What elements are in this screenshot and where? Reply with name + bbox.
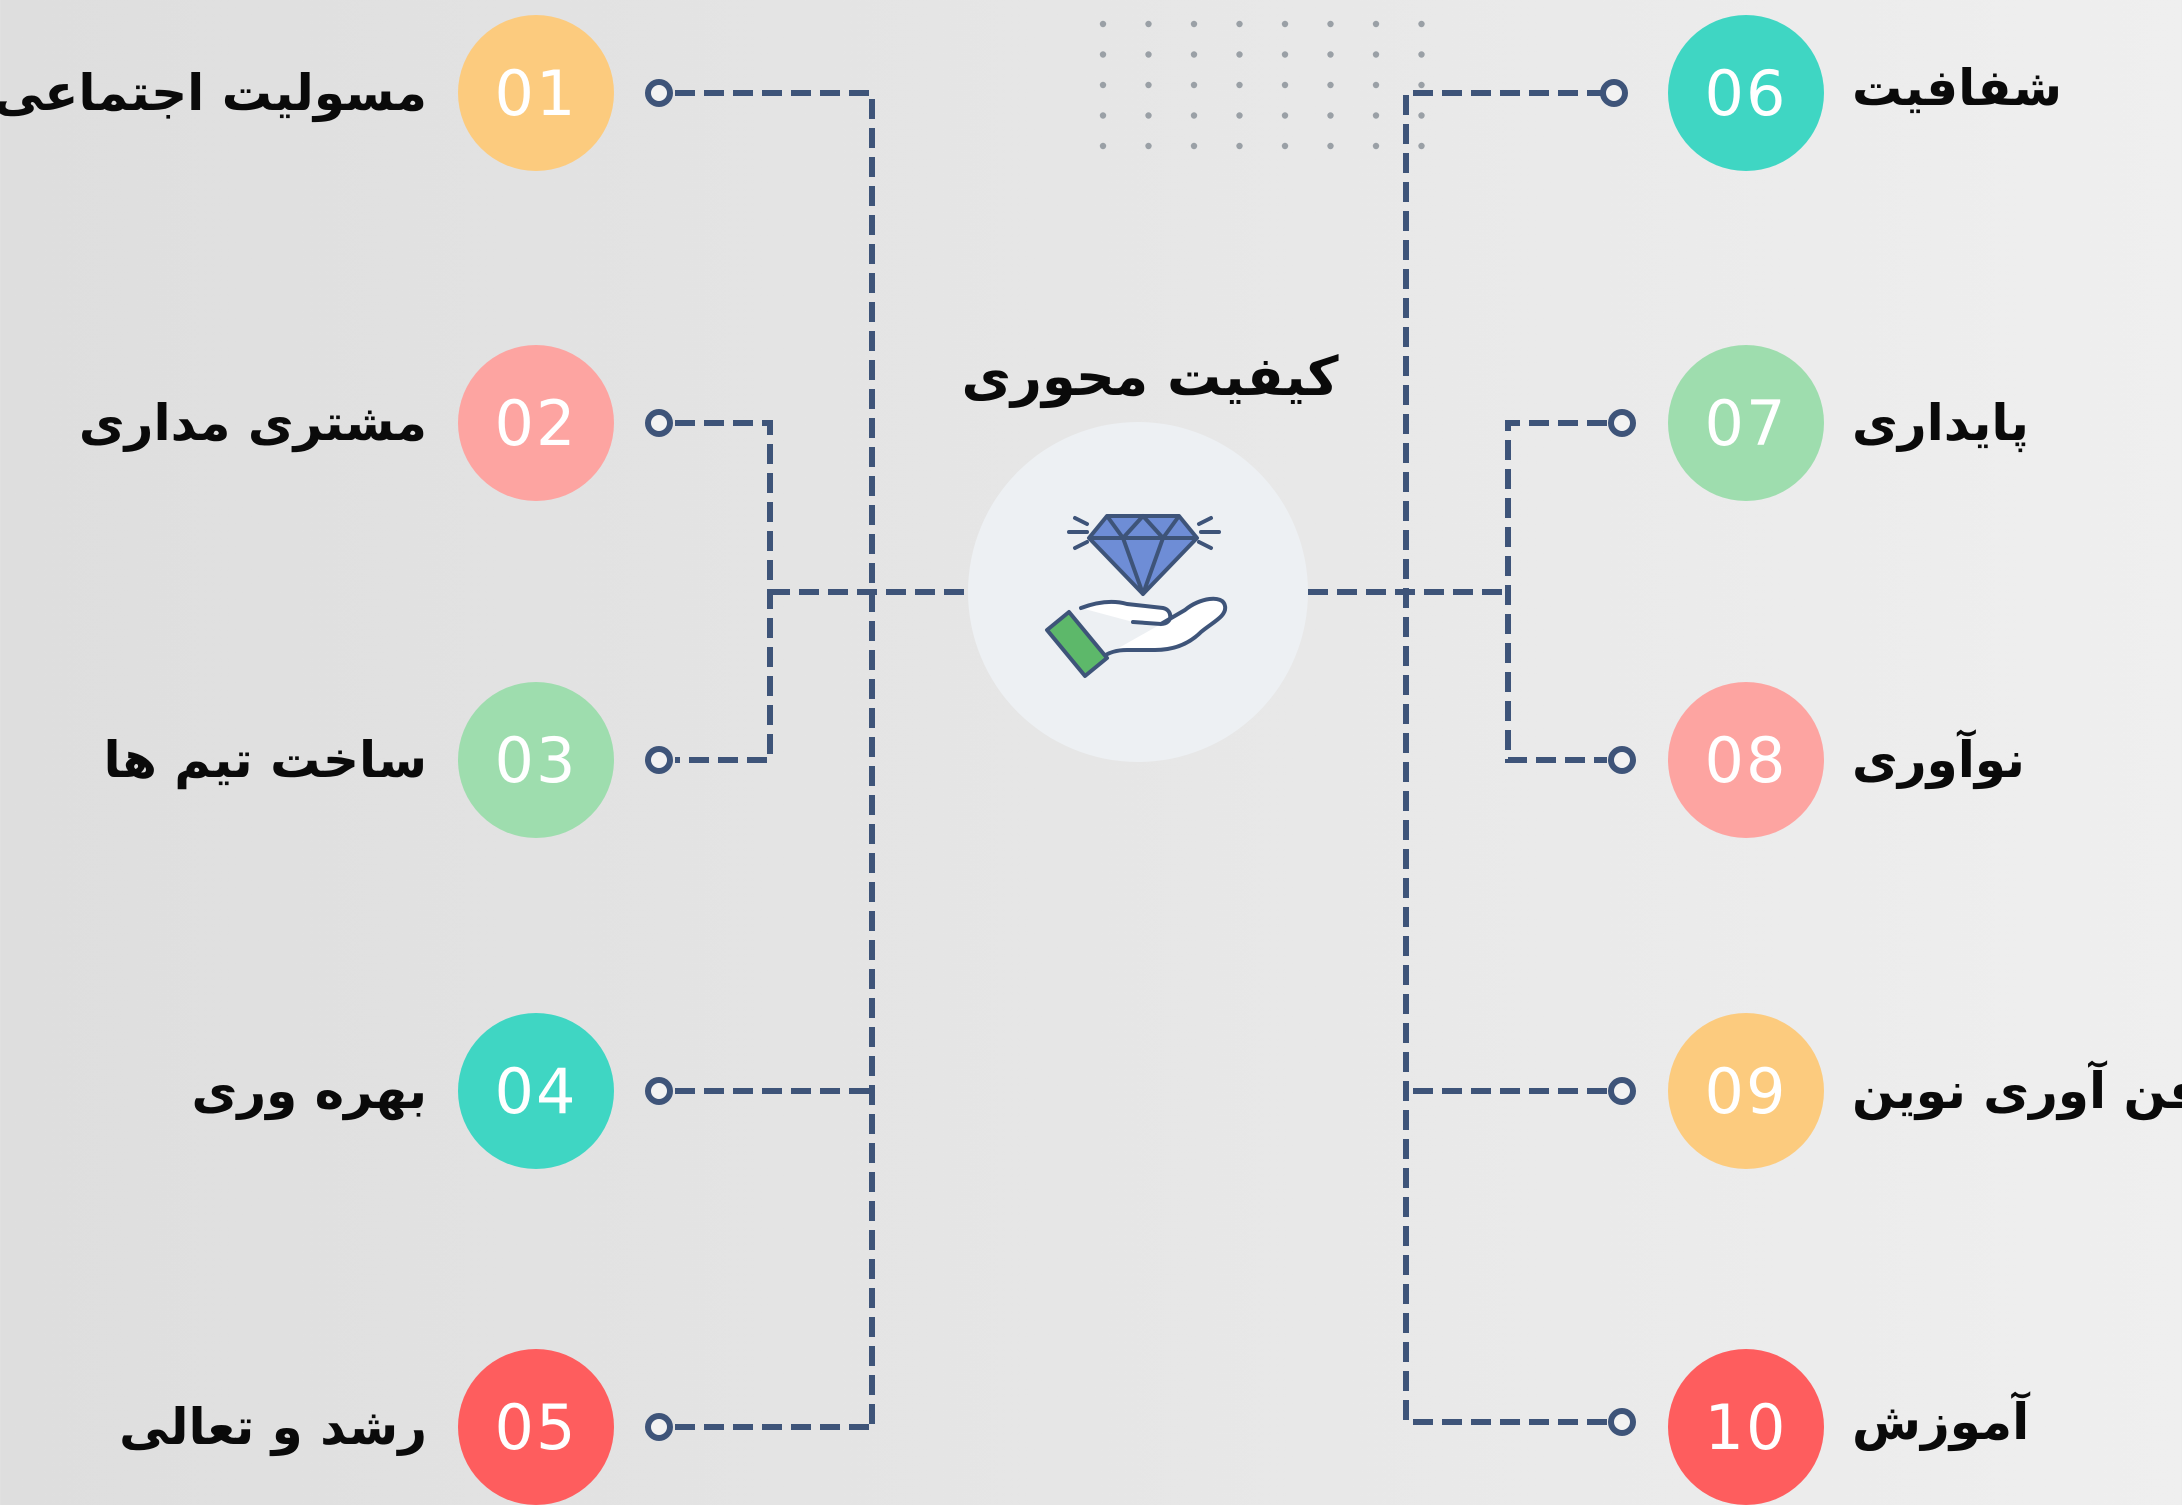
decor-dot — [1145, 142, 1152, 150]
decor-dot — [1236, 112, 1243, 119]
decor-dot — [1281, 142, 1289, 150]
badge-06: 06 — [1668, 15, 1824, 171]
connector-end-04 — [645, 1077, 673, 1105]
decor-dot — [1099, 112, 1107, 119]
decor-dot — [1372, 142, 1380, 150]
decor-dot — [1327, 142, 1334, 150]
label-04: بهره وری — [191, 1062, 428, 1120]
connector-06 — [1403, 90, 1607, 1425]
decor-dot — [1190, 142, 1198, 150]
decor-dot — [1418, 20, 1425, 28]
decor-dot — [1372, 51, 1380, 58]
badge-10: 10 — [1668, 1349, 1824, 1505]
label-09: فن آوری نوین — [1852, 1062, 2182, 1120]
decor-dot — [1418, 142, 1425, 150]
badge-05: 05 — [458, 1349, 614, 1505]
decor-dot — [1418, 51, 1425, 58]
label-03: ساخت تیم ها — [103, 731, 427, 789]
decor-dot — [1281, 112, 1289, 119]
decor-dot — [1145, 20, 1152, 28]
decor-dot — [1418, 112, 1425, 119]
decor-dot — [1236, 142, 1243, 150]
connector-01 — [675, 90, 875, 1428]
badge-08: 08 — [1668, 682, 1824, 838]
connector-end-09 — [1608, 1077, 1636, 1105]
decor-dot — [1372, 112, 1380, 119]
decor-dot — [1190, 51, 1198, 58]
decor-dot — [1145, 51, 1152, 58]
decor-dot — [1372, 20, 1380, 28]
decor-dot — [1099, 142, 1107, 150]
decor-dot — [1099, 81, 1107, 89]
decor-dot — [1190, 112, 1198, 119]
connector-end-07 — [1608, 409, 1636, 437]
connector-02 — [675, 420, 773, 763]
diamond-on-hand-icon — [1045, 514, 1228, 678]
decor-dot — [1099, 20, 1107, 28]
label-01: مسولیت اجتماعی — [0, 64, 427, 122]
decor-dot — [1327, 112, 1334, 119]
badge-02: 02 — [458, 345, 614, 501]
label-06: شفافیت — [1852, 59, 2063, 117]
badge-01: 01 — [458, 15, 614, 171]
decor-dot — [1145, 81, 1152, 89]
decor-dot — [1281, 20, 1289, 28]
label-08: نوآوری — [1852, 731, 2025, 789]
connector-end-01 — [645, 79, 673, 107]
decor-dot — [1190, 20, 1198, 28]
badge-03: 03 — [458, 682, 614, 838]
connector-07 — [1505, 420, 1607, 763]
connector-end-08 — [1608, 746, 1636, 774]
decor-dot — [1236, 20, 1243, 28]
connector-end-06 — [1600, 79, 1628, 107]
dot-grid-decoration — [1099, 20, 1425, 150]
label-05: رشد و تعالی — [119, 1398, 427, 1456]
connector-end-03 — [645, 746, 673, 774]
decor-dot — [1236, 51, 1243, 58]
badge-09: 09 — [1668, 1013, 1824, 1169]
decor-dot — [1281, 51, 1289, 58]
decor-dot — [1327, 51, 1334, 58]
badge-07: 07 — [1668, 345, 1824, 501]
badge-04: 04 — [458, 1013, 614, 1169]
decor-dot — [1327, 81, 1334, 89]
label-10: آموزش — [1852, 1393, 2030, 1451]
decor-dot — [1236, 81, 1243, 89]
connector-end-02 — [645, 409, 673, 437]
decor-dot — [1099, 51, 1107, 58]
label-07: پایداری — [1852, 394, 2029, 452]
decor-dot — [1145, 112, 1152, 119]
center-title: کیفیت محوری — [961, 345, 1339, 408]
label-02: مشتری مداری — [78, 394, 427, 452]
connector-end-05 — [645, 1413, 673, 1441]
decor-dot — [1281, 81, 1289, 89]
decor-dot — [1418, 81, 1425, 89]
decor-dot — [1190, 81, 1198, 89]
connector-end-10 — [1608, 1408, 1636, 1436]
center-circle — [968, 422, 1308, 762]
decor-dot — [1372, 81, 1380, 89]
decor-dot — [1327, 20, 1334, 28]
